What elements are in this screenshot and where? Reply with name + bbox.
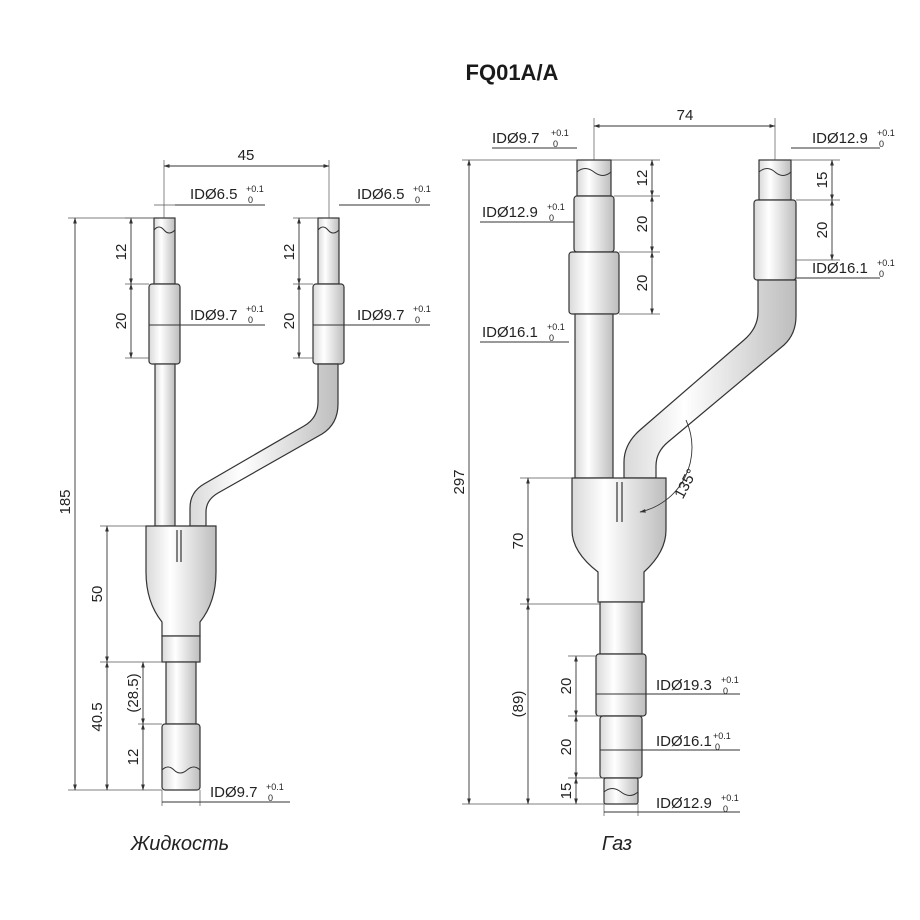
liquid-id-top-left-tol-lo: 0 [248,195,253,205]
gas-id-right-mid-tol-up: +0.1 [877,258,895,268]
gas-id-left-mid1-tol-up: +0.1 [547,202,565,212]
liquid-bottom-inner: (28.5) [125,673,142,712]
liquid-pipe-drawing [145,217,345,791]
gas-angle-label: 135° [671,466,701,501]
gas-total-height: 297 [451,469,468,494]
gas-id-top-left-tol-lo: 0 [553,139,558,149]
gas-id-right-mid-tol-lo: 0 [879,269,884,279]
drawing-title: FQ01A/A [466,60,559,85]
liquid-id-bottom-tol-lo: 0 [268,793,273,803]
gas-id-bottom-b-tol-up: +0.1 [713,731,731,741]
liquid-id-top-right-tol-up: +0.1 [413,184,431,194]
gas-id-left-mid2-tol-up: +0.1 [547,322,565,332]
liquid-id-mid-left-tol-lo: 0 [248,315,253,325]
gas-id-bottom-c: IDØ12.9 [656,795,712,812]
gas-id-bottom-b: IDØ16.1 [656,733,712,750]
gas-id-top-right: IDØ12.9 [812,130,868,147]
gas-bottom-socket-2 [599,715,643,779]
gas-left-socket-2 [568,251,620,315]
liquid-id-top-right: IDØ6.5 [357,186,405,203]
liquid-body-len: 50 [89,586,106,603]
gas-id-top-left: IDØ9.7 [492,130,540,147]
gas-body-len: 70 [510,533,527,550]
gas-right-mid-len: 20 [814,222,831,239]
gas-id-left-mid1: IDØ12.9 [482,204,538,221]
liquid-bottom-end: 12 [125,749,142,766]
gas-body [571,477,667,603]
liquid-left-tube [154,363,176,527]
liquid-id-mid-right-tol-lo: 0 [415,315,420,325]
liquid-id-top-left-tol-up: +0.1 [246,184,264,194]
gas-dimensions: 74 IDØ9.7 +0.1 0 IDØ12.9 +0.1 0 12 20 20… [451,107,895,816]
gas-id-bottom-c-tol-up: +0.1 [721,793,739,803]
liquid-id-mid-left-tol-up: +0.1 [246,304,264,314]
gas-id-top-right-tol-up: +0.1 [877,128,895,138]
gas-id-right-mid: IDØ16.1 [812,260,868,277]
gas-left-top-len: 12 [634,170,651,187]
liquid-right-mid-len: 20 [281,313,298,330]
liquid-bottom-socket [161,723,201,791]
liquid-id-mid-left: IDØ9.7 [190,307,238,324]
liquid-right-socket [312,283,345,365]
liquid-id-mid-right-tol-up: +0.1 [413,304,431,314]
liquid-dimensions: 45 IDØ6.5 +0.1 0 IDØ6.5 +0.1 0 12 20 12 … [57,147,431,806]
gas-bottom-a-len: 20 [558,678,575,695]
gas-bottom-b-len: 20 [558,739,575,756]
gas-id-bottom-a-tol-lo: 0 [723,686,728,696]
gas-bottom-tube [599,601,643,655]
gas-id-bottom-c-tol-lo: 0 [723,804,728,814]
gas-id-left-mid2: IDØ16.1 [482,324,538,341]
liquid-caption: Жидкость [130,833,229,855]
gas-id-left-mid1-tol-lo: 0 [549,213,554,223]
gas-right-bent-tube [623,279,797,479]
gas-bottom-socket-1 [595,653,647,717]
gas-id-left-mid2-tol-lo: 0 [549,333,554,343]
liquid-id-bottom: IDØ9.7 [210,784,258,801]
liquid-id-bottom-tol-up: +0.1 [266,782,284,792]
liquid-id-top-left: IDØ6.5 [190,186,238,203]
liquid-bottom-cut [161,766,201,774]
liquid-left-top-len: 12 [113,244,130,261]
gas-id-top-right-tol-lo: 0 [879,139,884,149]
liquid-bottom-len: 40.5 [89,702,106,731]
gas-left-mid1-len: 20 [634,216,651,233]
gas-caption: Газ [602,833,632,855]
liquid-right-top-cut [317,226,340,234]
liquid-id-mid-right: IDØ9.7 [357,307,405,324]
gas-left-tube [574,313,614,479]
gas-id-bottom-b-tol-lo: 0 [715,742,720,752]
liquid-body-neck [161,635,201,663]
gas-right-socket [753,199,797,281]
gas-id-bottom-a: IDØ19.3 [656,677,712,694]
liquid-right-top-len: 12 [281,244,298,261]
liquid-left-top-cut [153,226,176,234]
gas-spacing-label: 74 [677,107,694,124]
liquid-left-socket [148,283,181,365]
liquid-left-mid-len: 20 [113,313,130,330]
liquid-spacing-label: 45 [238,147,255,164]
gas-bottom-len: (89) [510,691,527,718]
gas-id-top-left-tol-up: +0.1 [551,128,569,138]
gas-right-top-len: 15 [814,172,831,189]
liquid-total-height: 185 [57,489,74,514]
liquid-right-bent-tube [189,363,339,527]
gas-id-bottom-a-tol-up: +0.1 [721,675,739,685]
gas-left-socket-1 [573,195,615,253]
gas-pipe-drawing [568,159,797,805]
gas-bottom-c-len: 15 [558,783,575,800]
liquid-id-top-right-tol-lo: 0 [415,195,420,205]
gas-left-top-stub [576,159,612,197]
gas-left-mid2-len: 20 [634,275,651,292]
gas-bottom-socket-3 [603,777,639,805]
gas-right-top-stub [758,159,792,201]
liquid-bottom-tube [165,661,197,725]
